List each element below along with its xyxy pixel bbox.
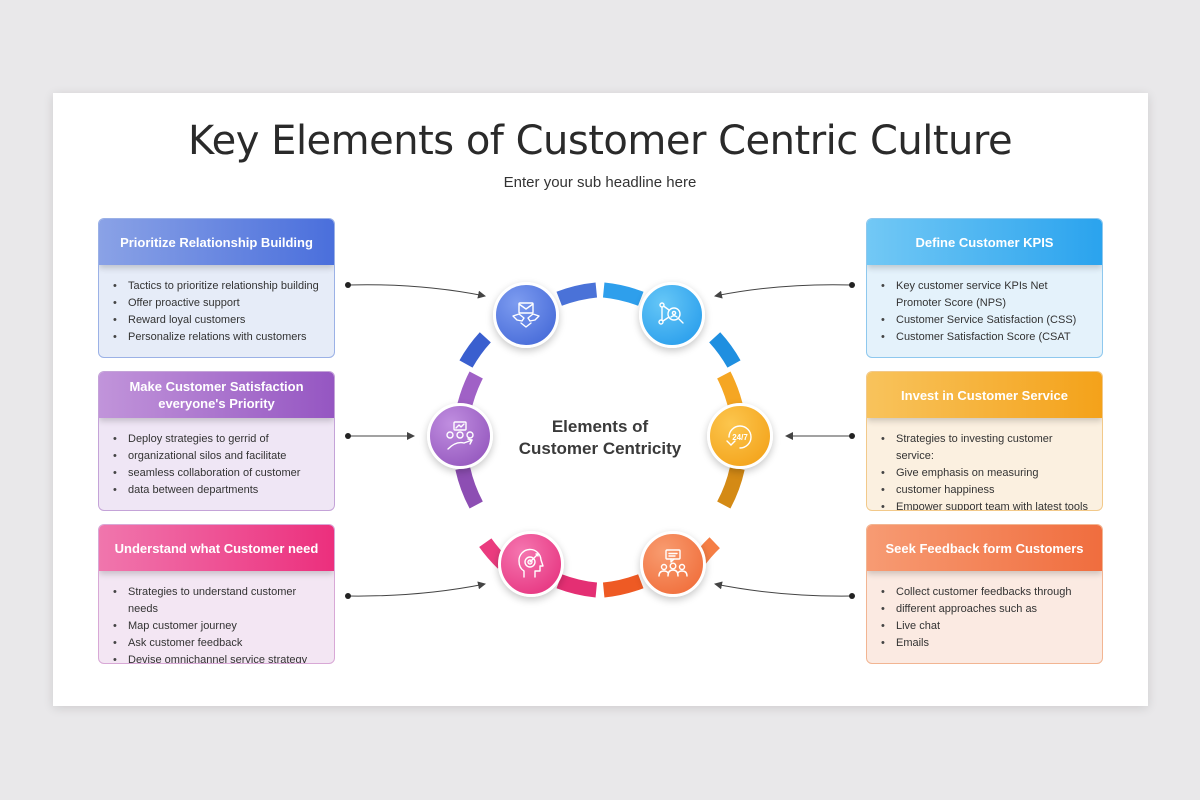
list-item: Map customer journey xyxy=(113,618,324,635)
list-item: Reward loyal customers xyxy=(113,312,324,329)
card-title: Understand what Customer need xyxy=(99,525,334,571)
list-item: Deploy strategies to gerrid of xyxy=(113,431,324,448)
card-service: Invest in Customer Service Strategies to… xyxy=(866,371,1103,511)
svg-text:24/7: 24/7 xyxy=(732,433,748,442)
center-label-line2: Customer Centricity xyxy=(518,439,682,458)
list-item: Customer Service Satisfaction (CSS) xyxy=(881,312,1092,329)
card-list: Deploy strategies to gerrid of organizat… xyxy=(99,418,334,499)
card-list: Key customer service KPIs Net Promoter S… xyxy=(867,265,1102,346)
list-item: different approaches such as xyxy=(881,601,1092,618)
card-title: Define Customer KPIS xyxy=(867,219,1102,265)
list-item: data between departments xyxy=(113,482,324,499)
feedback-team-icon xyxy=(640,531,706,597)
list-item: seamless collaboration of customer xyxy=(113,465,324,482)
card-list: Tactics to prioritize relationship build… xyxy=(99,265,334,346)
card-list: Strategies to investing customer service… xyxy=(867,418,1102,510)
center-label: Elements of Customer Centricity xyxy=(480,416,720,460)
network-search-icon xyxy=(639,282,705,348)
list-item: customer happiness xyxy=(881,482,1092,499)
list-item: Emails xyxy=(881,635,1092,652)
list-item: Strategies to investing customer service… xyxy=(881,431,1092,465)
strategy-growth-icon xyxy=(427,403,493,469)
card-list: Strategies to understand customer needs … xyxy=(99,571,334,663)
card-feedback: Seek Feedback form Customers Collect cus… xyxy=(866,524,1103,664)
support-24-7-icon: 24/7 xyxy=(707,403,773,469)
list-item: Tactics to prioritize relationship build… xyxy=(113,278,324,295)
handshake-envelope-icon xyxy=(493,282,559,348)
center-label-line1: Elements of xyxy=(551,417,649,436)
list-item: Give emphasis on measuring xyxy=(881,465,1092,482)
list-item: Customer Satisfaction Score (CSAT xyxy=(881,329,1092,346)
list-item: Devise omnichannel service strategy xyxy=(113,652,324,663)
list-item: Personalize relations with customers xyxy=(113,329,324,346)
list-item: Live chat xyxy=(881,618,1092,635)
card-list: Collect customer feedbacks through diffe… xyxy=(867,571,1102,652)
card-title: Make Customer Satisfaction everyone's Pr… xyxy=(99,372,334,418)
list-item: Collect customer feedbacks through xyxy=(881,584,1092,601)
head-target-icon xyxy=(498,531,564,597)
list-item: organizational silos and facilitate xyxy=(113,448,324,465)
list-item: Offer proactive support xyxy=(113,295,324,312)
list-item: Strategies to understand customer needs xyxy=(113,584,324,618)
card-title: Prioritize Relationship Building xyxy=(99,219,334,265)
card-kpis: Define Customer KPIS Key customer servic… xyxy=(866,218,1103,358)
page-subtitle: Enter your sub headline here xyxy=(503,174,697,191)
card-title: Seek Feedback form Customers xyxy=(867,525,1102,571)
card-satisfaction: Make Customer Satisfaction everyone's Pr… xyxy=(98,371,335,511)
card-title: Invest in Customer Service xyxy=(867,372,1102,418)
list-item: Key customer service KPIs Net Promoter S… xyxy=(881,278,1092,312)
list-item: Ask customer feedback xyxy=(113,635,324,652)
page-title: Key Elements of Customer Centric Culture xyxy=(187,118,1013,164)
list-item: Empower support team with latest tools xyxy=(881,499,1092,510)
card-understand: Understand what Customer need Strategies… xyxy=(98,524,335,664)
card-relationship: Prioritize Relationship Building Tactics… xyxy=(98,218,335,358)
